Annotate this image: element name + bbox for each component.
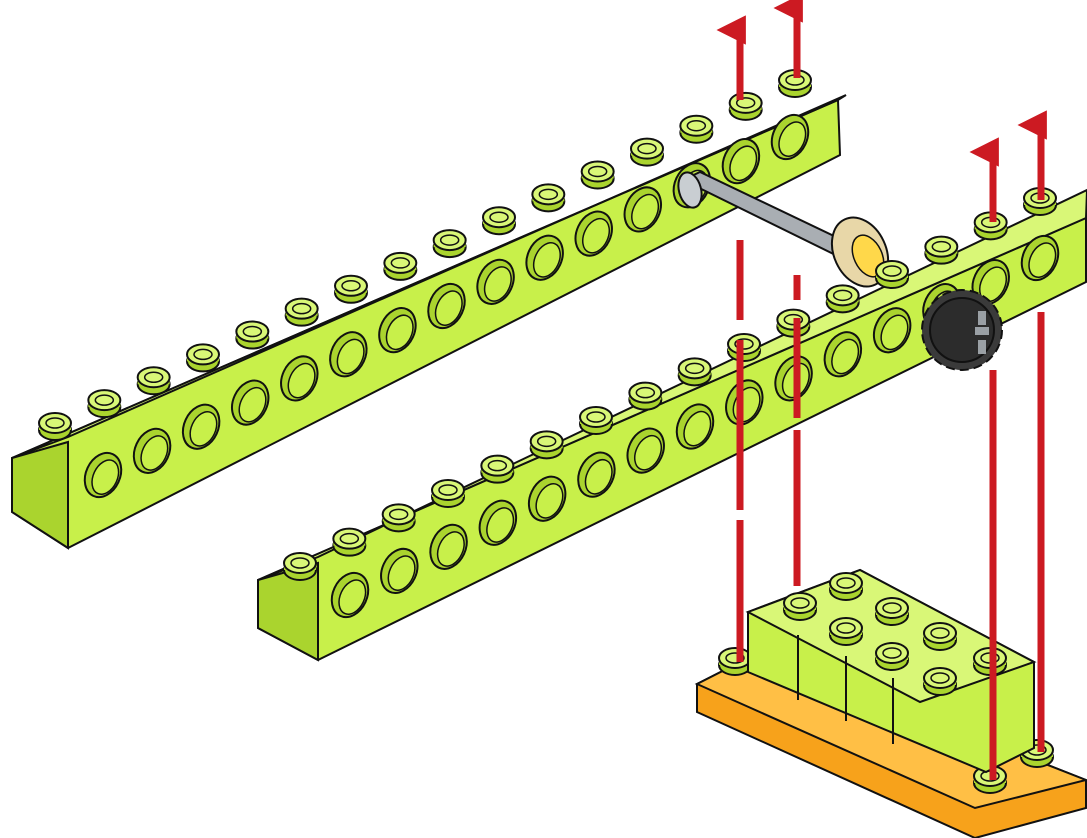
stud	[718, 647, 752, 676]
stud	[776, 308, 811, 338]
stud	[432, 229, 467, 259]
hole	[280, 355, 319, 402]
hole	[1020, 234, 1060, 282]
stud	[482, 206, 516, 236]
hole	[380, 547, 419, 594]
beam-front-studs	[283, 187, 1057, 581]
hole	[721, 138, 761, 185]
stud	[87, 389, 122, 419]
brick-studs	[783, 572, 1007, 696]
stud	[875, 642, 909, 671]
hole	[330, 571, 370, 619]
gear-icon	[921, 289, 1003, 371]
stud	[875, 597, 909, 626]
hole	[230, 379, 270, 426]
stud	[829, 617, 863, 646]
stud	[283, 552, 317, 581]
hole	[378, 307, 417, 354]
stud	[579, 406, 613, 435]
hole	[525, 234, 564, 281]
brick-2x4	[745, 568, 1037, 774]
stud	[973, 211, 1008, 241]
hole	[770, 113, 810, 161]
beam-back-front-face	[11, 98, 842, 550]
stud	[727, 333, 761, 362]
stud	[284, 297, 319, 327]
stud	[136, 366, 171, 396]
stud	[829, 572, 863, 601]
stud	[235, 320, 270, 350]
stud	[923, 622, 957, 651]
stud	[728, 91, 763, 121]
hole	[823, 331, 863, 378]
hole	[872, 307, 912, 354]
stud	[825, 284, 860, 314]
stud	[186, 343, 220, 373]
stud	[924, 235, 959, 265]
technic-beam-back	[11, 69, 847, 550]
hole	[83, 451, 123, 499]
stud	[580, 160, 615, 190]
stud	[628, 381, 663, 411]
stud	[783, 592, 817, 621]
stud	[677, 357, 712, 387]
stud	[480, 454, 515, 484]
stud	[38, 412, 72, 441]
hole	[626, 427, 665, 474]
stud	[431, 479, 465, 508]
beam-back-top-face	[11, 94, 847, 459]
hole	[132, 427, 172, 474]
stud	[332, 527, 367, 557]
hole	[574, 210, 613, 257]
hole	[478, 499, 518, 546]
assembly-arrows	[716, 0, 1047, 780]
beam-front-front-face	[257, 216, 1087, 662]
stud	[383, 251, 418, 281]
stud	[679, 114, 714, 144]
hole	[329, 331, 368, 378]
hole	[527, 475, 567, 522]
technic-beam-front	[257, 187, 1087, 662]
hole	[623, 186, 663, 233]
hole	[429, 523, 468, 570]
hole	[476, 258, 515, 305]
stud	[334, 274, 368, 304]
stud	[875, 260, 909, 289]
stud	[630, 137, 664, 167]
hole	[427, 282, 466, 330]
stud	[381, 503, 416, 533]
hole	[577, 451, 616, 498]
hole	[675, 403, 715, 450]
stud	[923, 667, 957, 696]
hole	[181, 403, 221, 450]
stud	[529, 430, 564, 460]
stud	[531, 183, 566, 213]
beam-back-end-face	[11, 440, 69, 550]
